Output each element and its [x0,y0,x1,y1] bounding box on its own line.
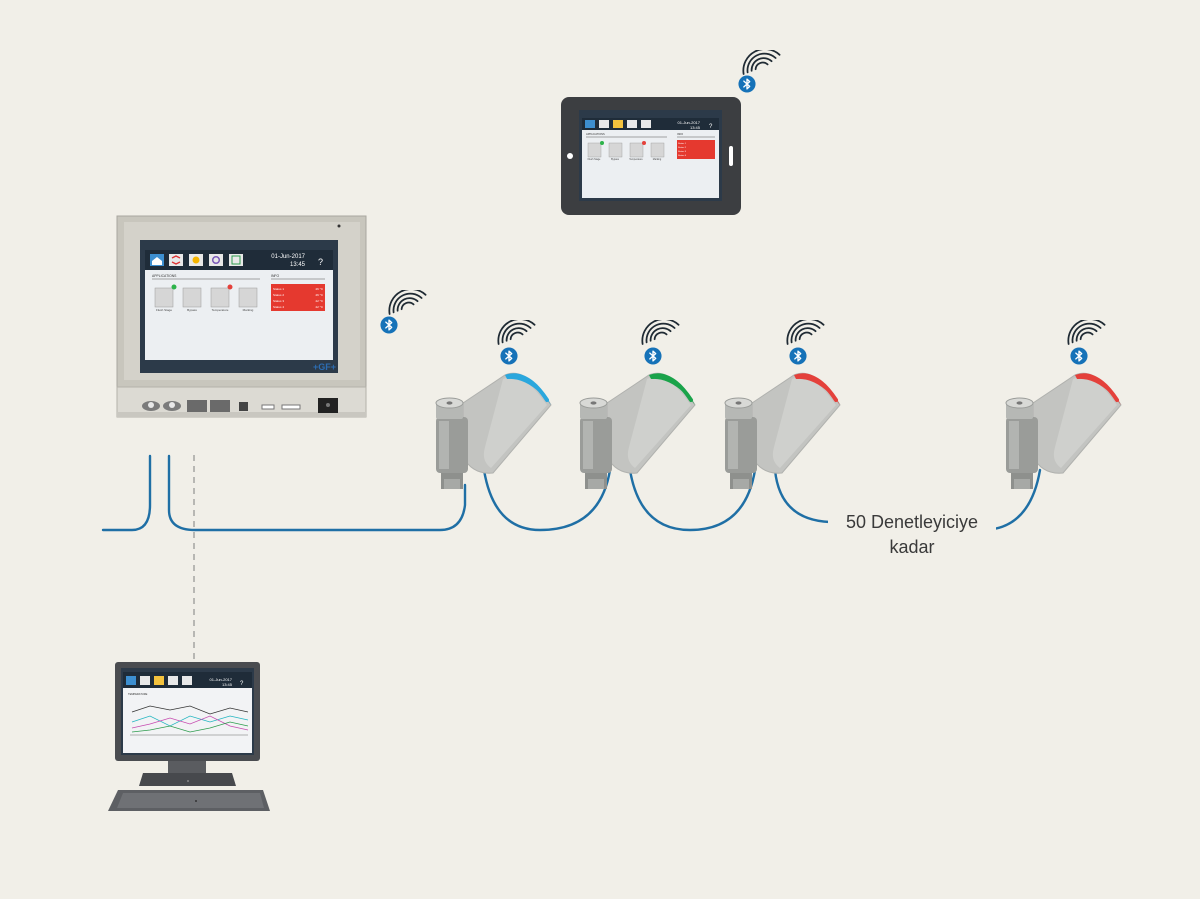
cable-left-stub [101,454,152,532]
panel-app-tiles: Flush Stage Bypass Temperature Marking [154,284,258,312]
panel-help: ? [318,257,323,267]
bluetooth-icon [1070,347,1088,365]
controller-limit-caption: 50 Denetleyiciye kadar [828,510,996,560]
svg-text:Status 3: Status 3 [678,150,687,153]
valve-unit-3 [724,372,841,489]
caption-line-1: 50 Denetleyiciye [845,512,979,532]
svg-text:Status 3: Status 3 [273,299,284,303]
tablet-help: ? [709,124,713,130]
panel-alarm-list: Status 1 26 °C Status 2 26 °C Status 3 2… [271,284,325,311]
bluetooth-icon [644,347,662,365]
panel-info-title: INFO [271,274,279,278]
svg-text:Status 2: Status 2 [678,146,687,149]
bluetooth-icon [500,347,518,365]
pc-mini-chart [130,705,249,736]
cable-panel-to-v1 [167,454,467,532]
wifi-signal-icon [742,50,781,75]
svg-text:Temperature: Temperature [212,308,229,312]
pc-date: 01-Jun-2017 [210,677,233,682]
svg-text:Status 1: Status 1 [273,287,284,291]
wifi-signal-icon [388,290,427,315]
pc-help: ? [240,681,244,687]
svg-text:Flush Stage: Flush Stage [156,308,172,312]
tablet-date: 01-Jun-2017 [678,120,701,125]
valve-unit-1 [435,372,552,489]
panel-screen: 01-Jun-2017 13:45 ? APPLICATIONS INFO Fl… [140,240,338,373]
caption-line-2: kadar [889,537,935,557]
svg-text:Flush Stage: Flush Stage [588,158,601,161]
svg-text:26 °C: 26 °C [315,287,323,291]
svg-text:22 °C: 22 °C [315,305,323,309]
svg-text:26 °C: 26 °C [315,293,323,297]
pc-chart-title: TEMPERATURE [128,692,148,696]
valve-units [435,320,1122,489]
bluetooth-icon [738,75,756,93]
bluetooth-icon [380,316,398,334]
svg-text:Status 4: Status 4 [273,305,284,309]
wifi-signal-icon [1067,320,1106,345]
panel-time: 13:45 [290,262,306,268]
panel-controller: 01-Jun-2017 13:45 ? APPLICATIONS INFO Fl… [116,215,367,418]
tablet-info-title: INFO [677,132,683,136]
svg-text:Status 2: Status 2 [273,293,284,297]
svg-text:Marking: Marking [243,308,254,312]
svg-text:Status 1: Status 1 [678,142,687,145]
tablet-time: 13:45 [690,125,701,130]
cable-v2-to-v3 [628,468,757,532]
gear-icon [209,254,223,266]
tablet-applications-title: APPLICATIONS [586,132,605,136]
panel-date: 01-Jun-2017 [271,254,305,260]
valve-unit-2 [579,372,696,489]
valve-unit-4 [1005,372,1122,489]
svg-text:Status 4: Status 4 [678,154,687,157]
wifi-signal-icon [786,320,825,345]
svg-text:Bypass: Bypass [611,158,620,161]
wifi-signal-icon [497,320,536,345]
panel-ports [142,398,338,413]
pc-time: 13:45 [222,682,233,687]
brand-logo: +GF+ [313,362,336,372]
svg-text:Bypass: Bypass [187,308,197,312]
bluetooth-icon [789,347,807,365]
cable-v1-to-v2 [482,468,612,532]
svg-text:Temperature: Temperature [629,158,643,161]
svg-text:22 °C: 22 °C [315,299,323,303]
svg-text:Marking: Marking [653,158,662,161]
tablet: 01-Jun-2017 13:45 ? APPLICATIONS INFO Fl… [561,97,741,215]
cable-v3-to-caption [773,468,832,524]
desktop-pc: 01-Jun-2017 13:45 ? TEMPERATURE [108,662,270,811]
panel-applications-title: APPLICATIONS [152,274,177,278]
wifi-signal-icon [641,320,680,345]
